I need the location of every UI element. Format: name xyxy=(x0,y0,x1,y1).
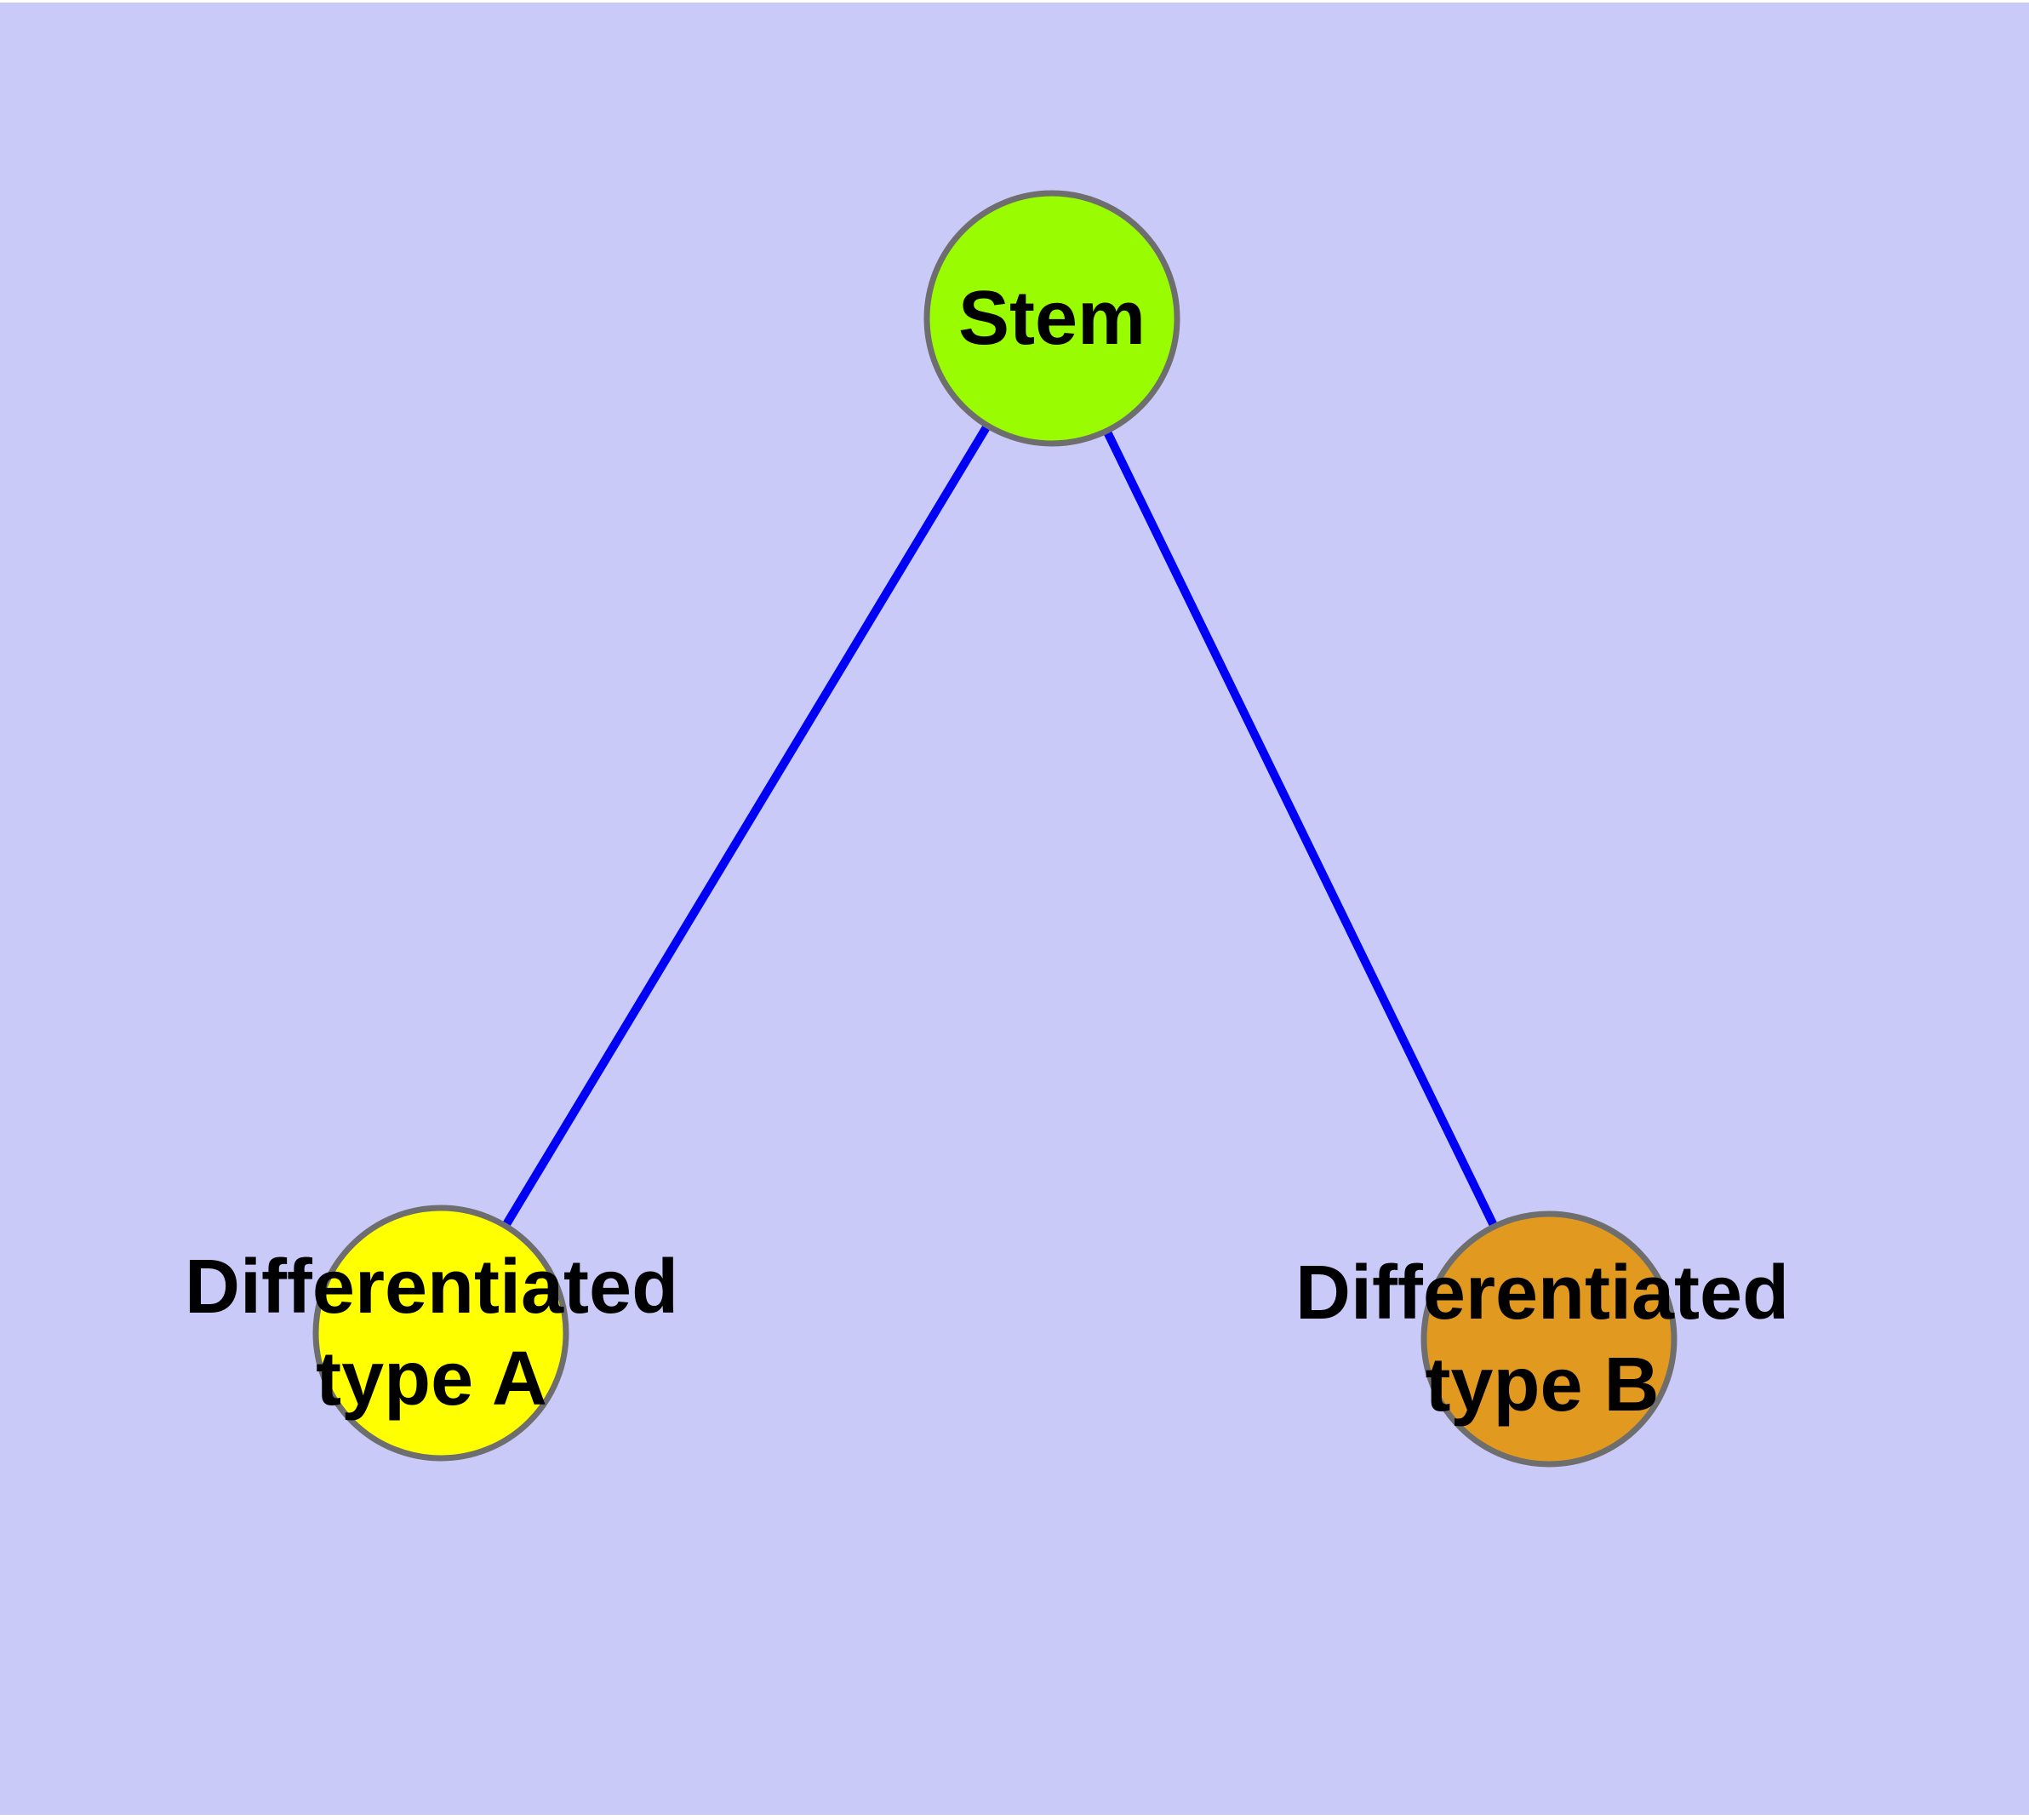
node-differentiated-type-b[interactable] xyxy=(1420,1210,1677,1468)
edge-stem-to-type-b xyxy=(1048,316,1553,1342)
node-label-stem: Stem xyxy=(957,276,1146,361)
node-stem[interactable] xyxy=(923,190,1180,447)
edge-stem-to-type-a xyxy=(437,316,1056,1336)
node-label-differentiated-type-a: Differentiated type A xyxy=(184,1245,679,1422)
node-differentiated-type-a[interactable] xyxy=(312,1205,569,1462)
node-label-differentiated-type-b: Differentiated type B xyxy=(1295,1251,1790,1428)
